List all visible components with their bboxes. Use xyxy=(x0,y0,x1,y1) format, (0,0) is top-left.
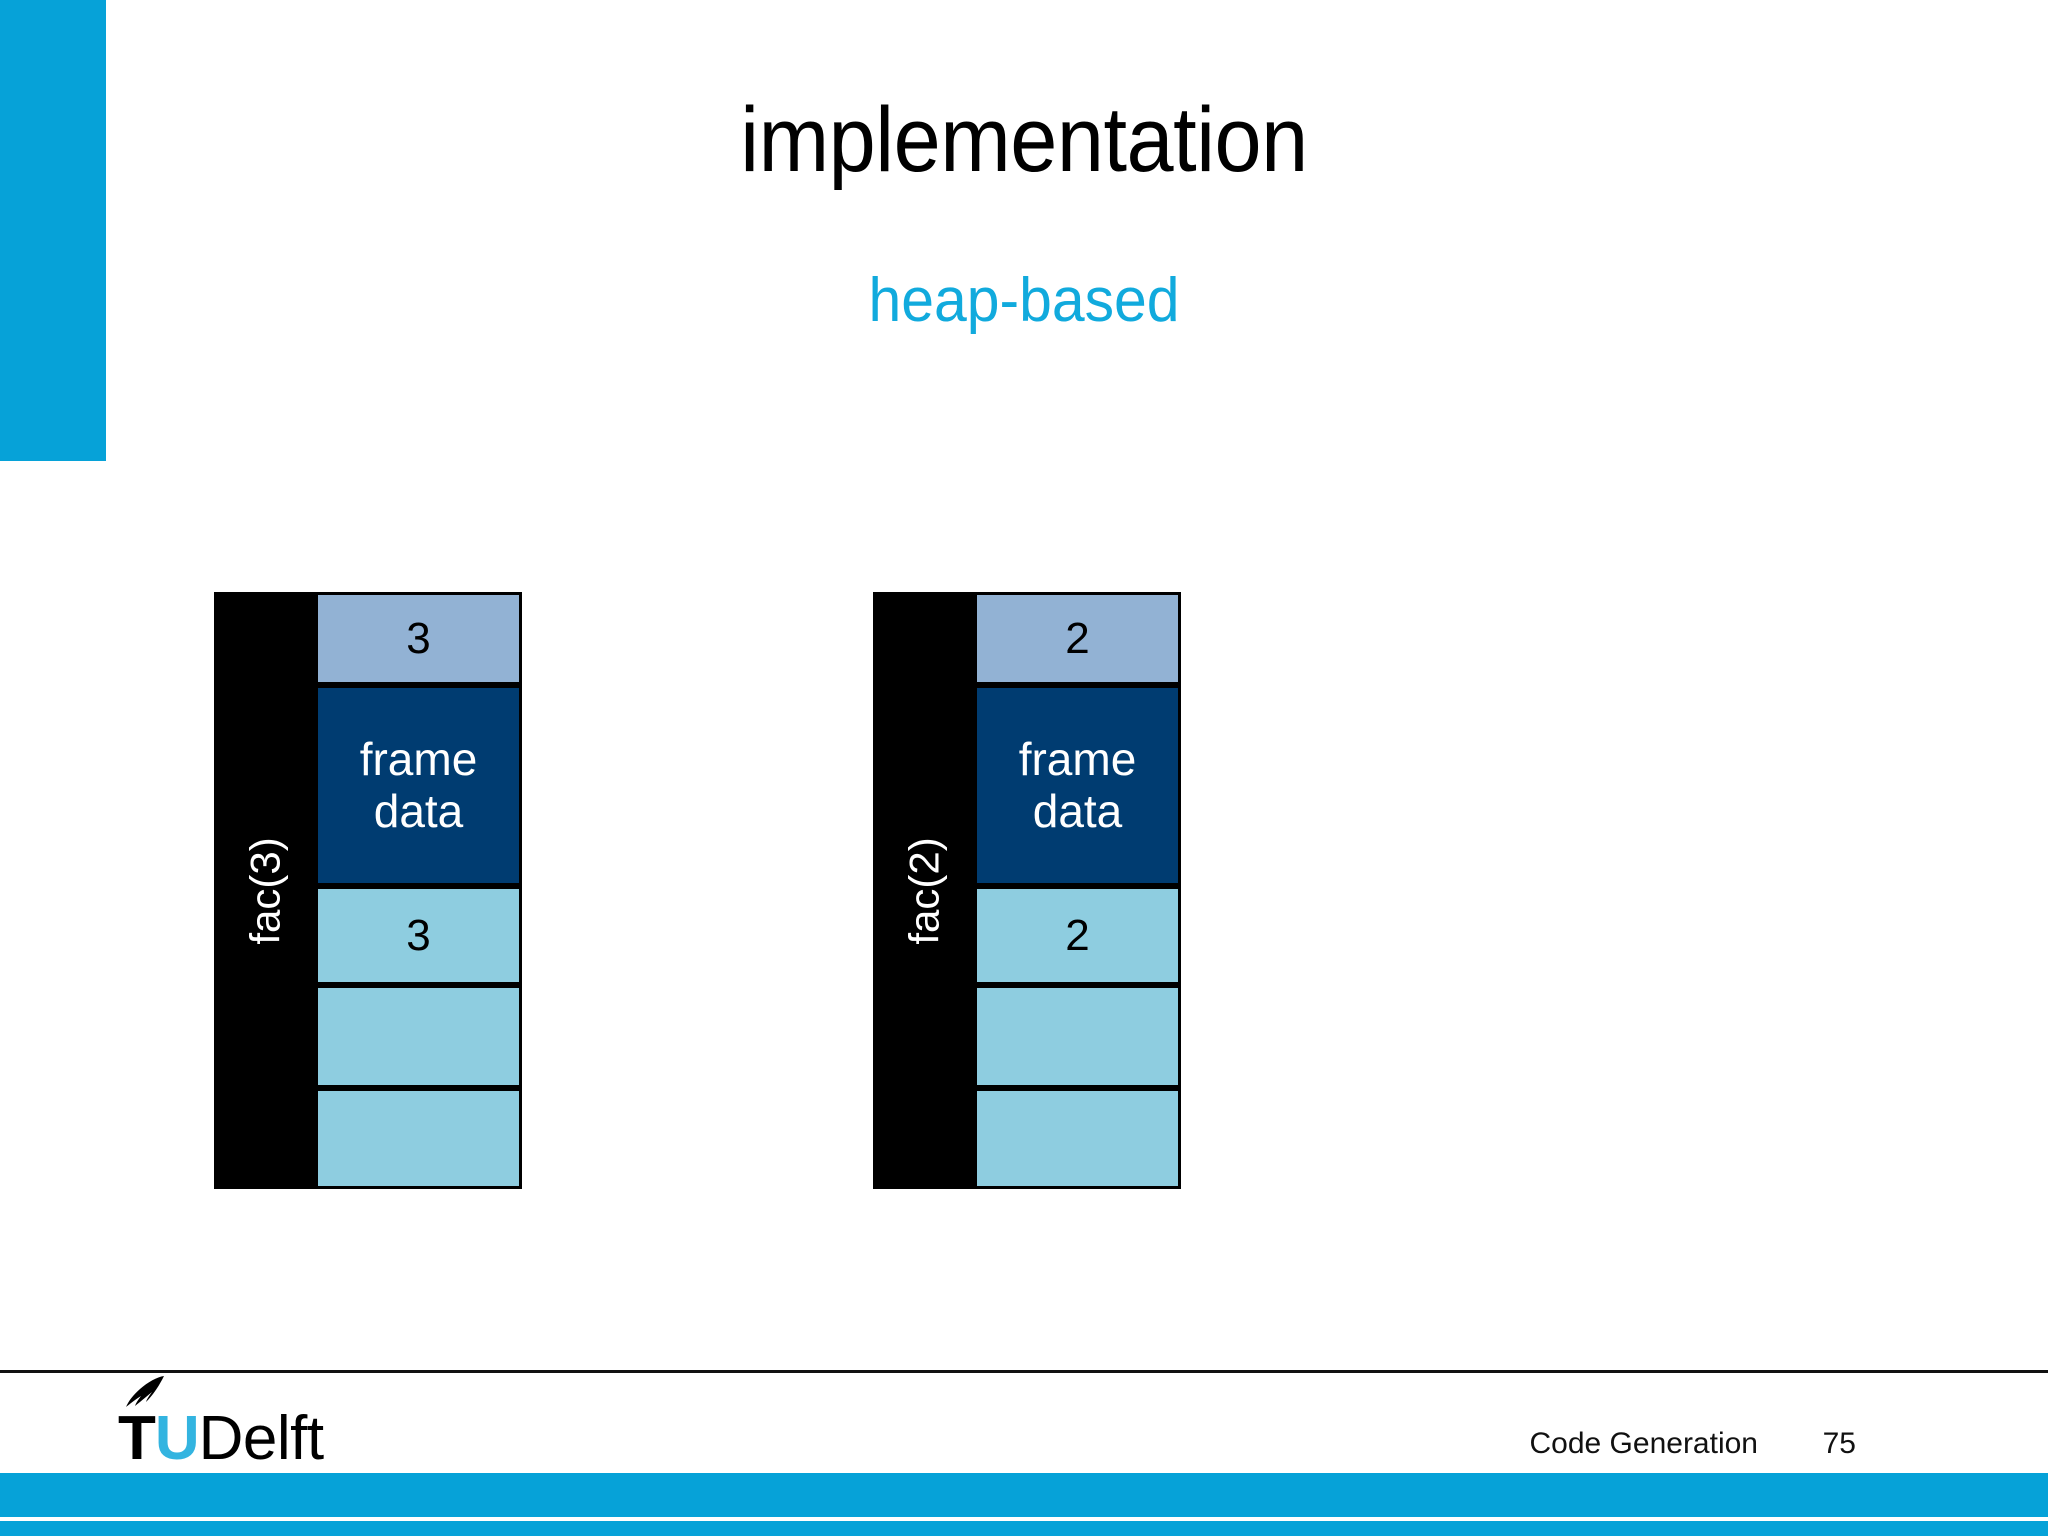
frame-cell-empty-2 xyxy=(318,1088,522,1189)
frame-cell-stack: 3 frame data 3 xyxy=(318,592,522,1189)
logo-letter-t: T xyxy=(118,1404,156,1473)
frame-block-fac2: fac(2) 2 frame data 2 xyxy=(873,592,1181,1189)
frame-cell-argument: 3 xyxy=(318,592,522,685)
frame-cell-value: 3 xyxy=(318,886,522,985)
footer-accent-bar-split xyxy=(0,1517,2048,1521)
footer-divider xyxy=(0,1370,2048,1373)
accent-bar-left xyxy=(0,0,106,461)
footer-accent-bar xyxy=(0,1473,2048,1536)
page-title: implementation xyxy=(740,89,1308,191)
frame-cell-empty-2 xyxy=(977,1088,1181,1189)
frame-cell-empty-1 xyxy=(977,985,1181,1088)
frame-label-column: fac(3) xyxy=(214,592,318,1189)
frame-cell-framedata: frame data xyxy=(318,685,522,886)
frame-cell-framedata: frame data xyxy=(977,685,1181,886)
tudelft-logo: T U Delft xyxy=(118,1376,324,1473)
frame-label-column: fac(2) xyxy=(873,592,977,1189)
frame-cell-stack: 2 frame data 2 xyxy=(977,592,1181,1189)
frame-block-fac3: fac(3) 3 frame data 3 xyxy=(214,592,522,1189)
footer-page-number: 75 xyxy=(1822,1427,1856,1460)
footer-course-label: Code Generation xyxy=(1529,1427,1759,1460)
page-subtitle: heap-based xyxy=(868,266,1180,335)
frame-label: fac(3) xyxy=(242,836,290,945)
frame-cell-argument: 2 xyxy=(977,592,1181,685)
frame-cell-empty-1 xyxy=(318,985,522,1088)
frame-cell-value: 2 xyxy=(977,886,1181,985)
logo-mark: T U Delft xyxy=(118,1376,324,1473)
flame-icon xyxy=(126,1376,164,1407)
logo-word-delft: Delft xyxy=(198,1404,324,1473)
frame-label: fac(2) xyxy=(901,836,949,945)
logo-letter-u: U xyxy=(154,1404,200,1473)
